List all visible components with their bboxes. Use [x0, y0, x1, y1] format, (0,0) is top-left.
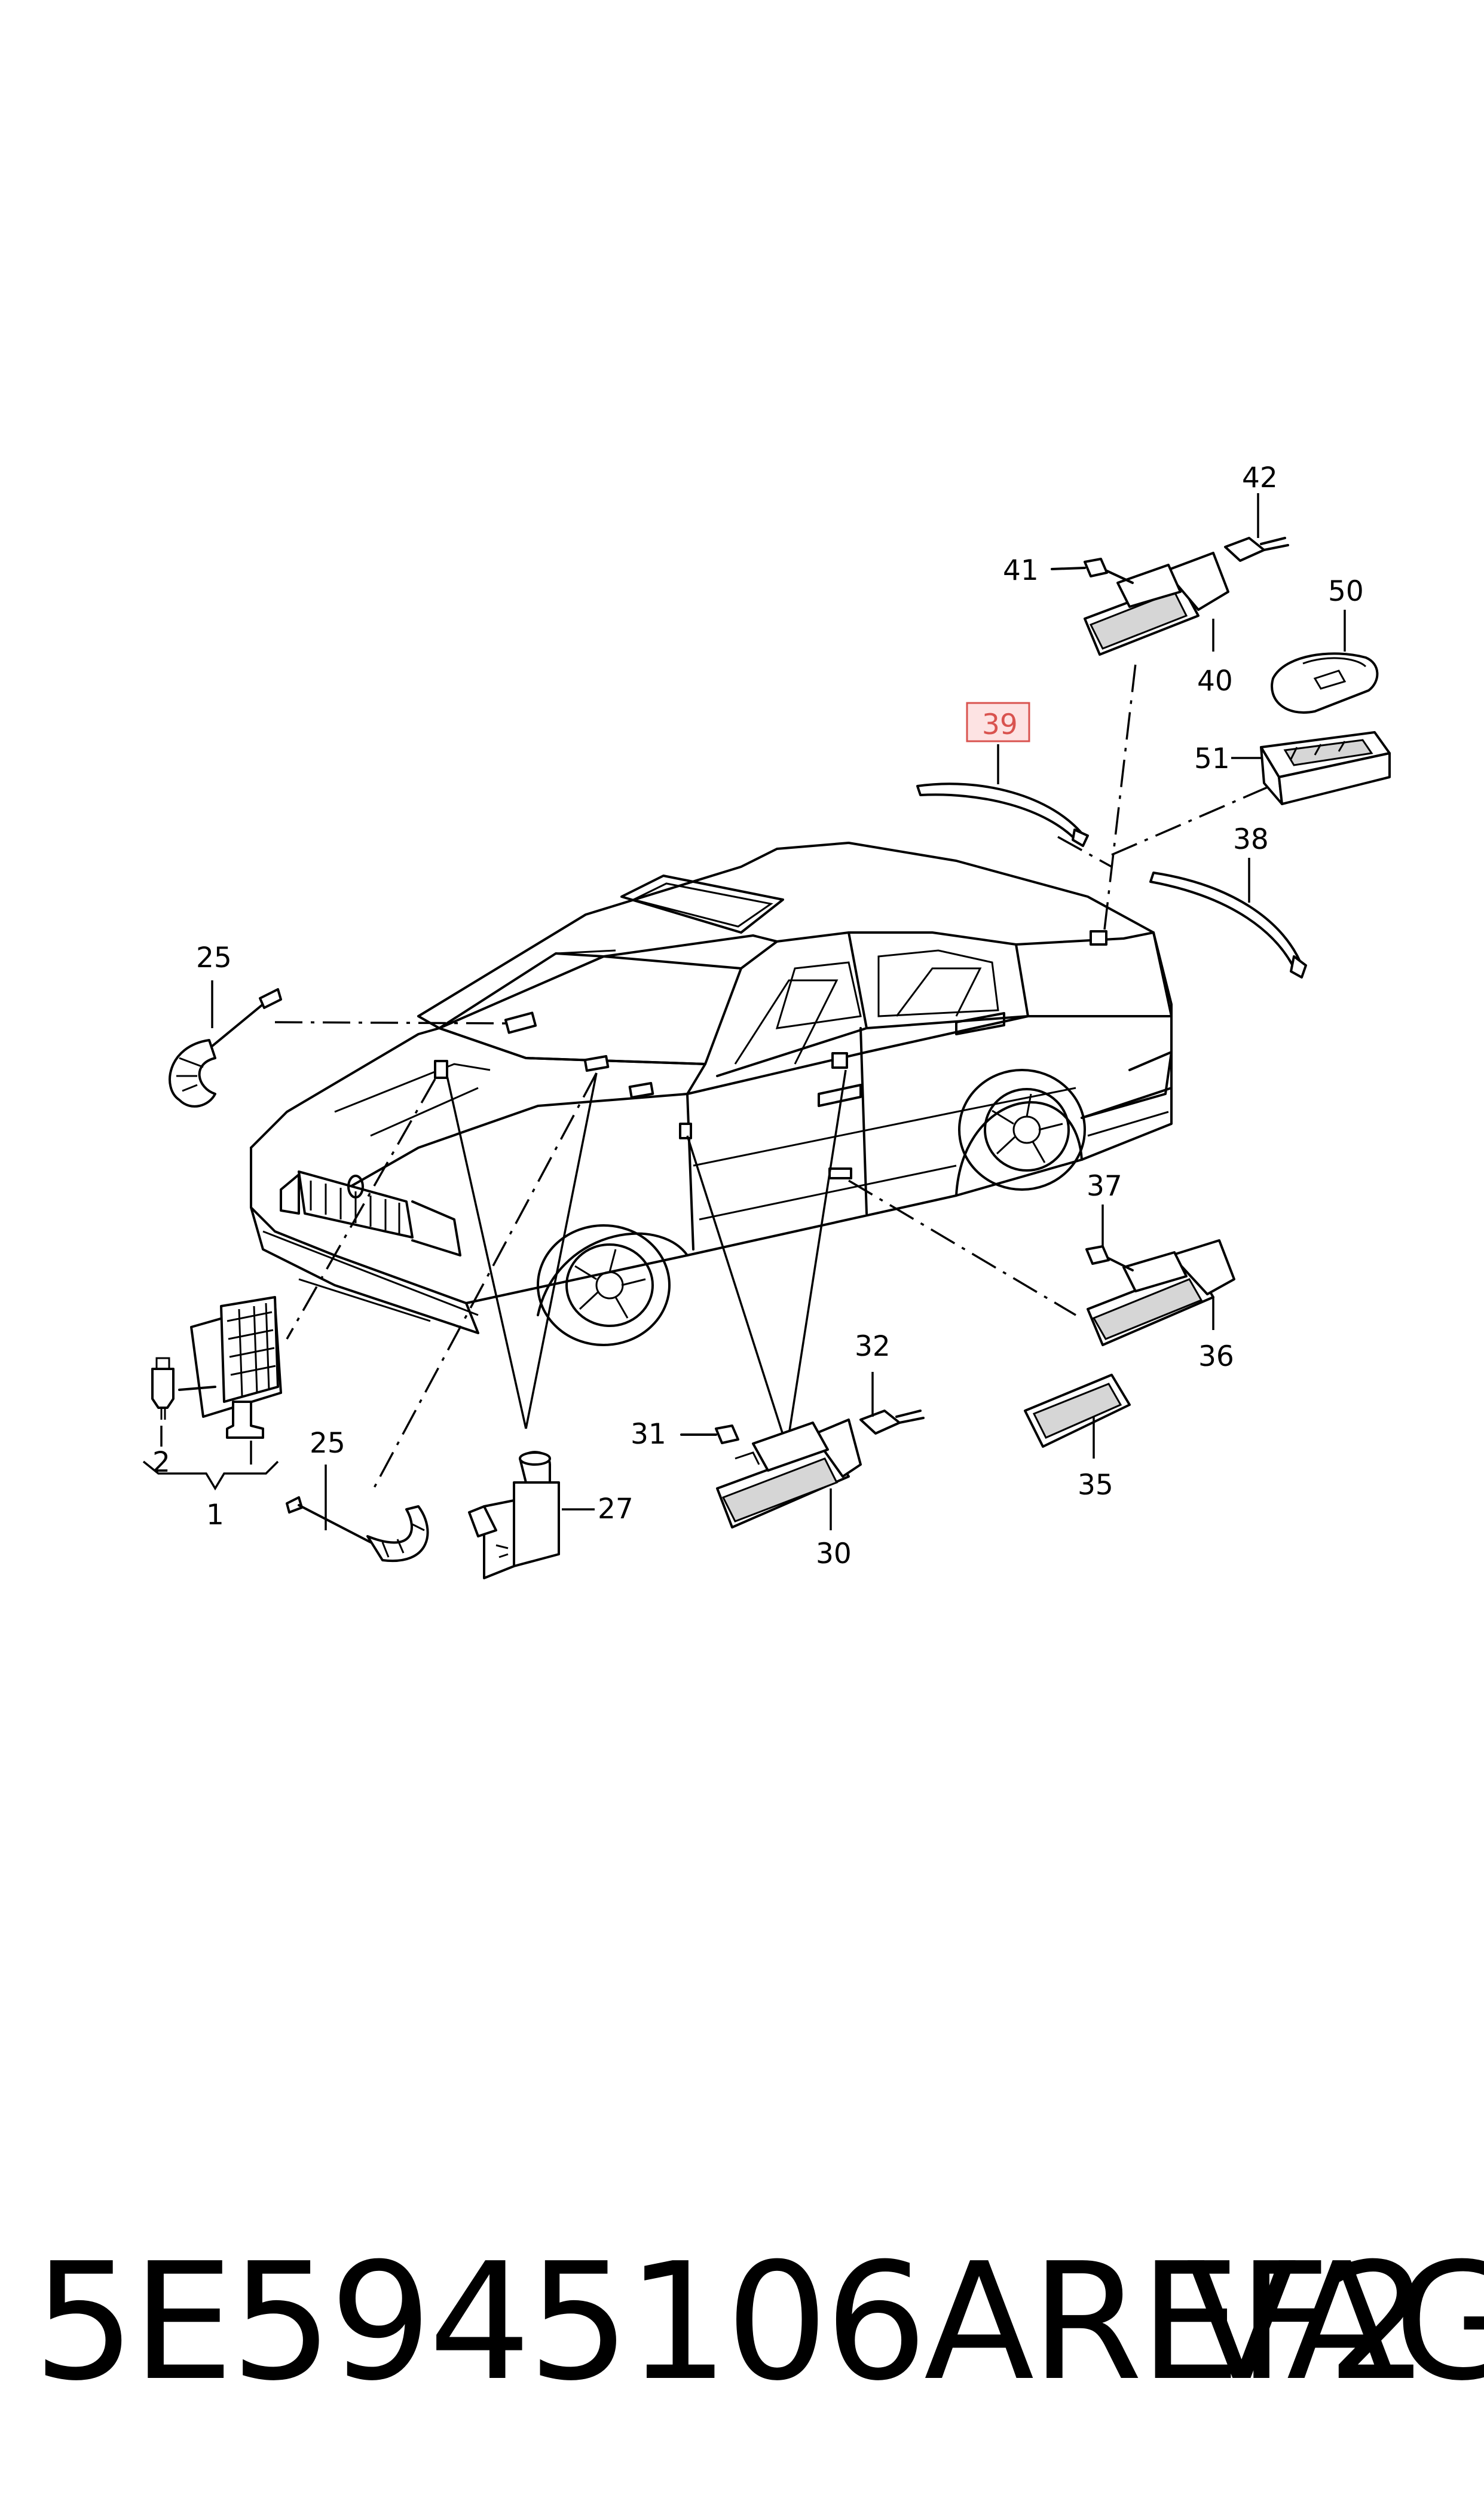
part-51-housing [1260, 731, 1391, 805]
part-36-interior-light [1087, 1239, 1235, 1346]
callout-39: 39 [982, 708, 1018, 741]
callout-1: 1 [206, 1499, 224, 1531]
part-39-trim-strip [916, 782, 1089, 847]
callout-38: 38 [1233, 823, 1269, 856]
part-37-bulb [1085, 1245, 1134, 1271]
callout-31: 31 [631, 1418, 666, 1451]
callout-35: 35 [1078, 1469, 1113, 1502]
callout-36: 36 [1198, 1340, 1234, 1373]
callout-25-upper: 25 [196, 941, 232, 974]
callout-51: 51 [1194, 742, 1230, 775]
car-illustration [250, 842, 1173, 1346]
part-50-cover-cap [1271, 652, 1379, 714]
part-40-luggage-light [1084, 552, 1229, 656]
part-41-bulb [1051, 558, 1134, 584]
callout-41: 41 [1003, 554, 1039, 587]
callout-42: 42 [1242, 461, 1278, 494]
part-25-wiring-upper [169, 988, 282, 1108]
part-42-connector [1224, 537, 1289, 562]
callout-25-lower: 25 [310, 1427, 345, 1460]
part-32-connector [859, 1410, 925, 1435]
part-1-bracket [142, 1426, 279, 1491]
callout-30: 30 [816, 1537, 852, 1570]
callout-27: 27 [598, 1493, 634, 1526]
part-27-contact-switch [468, 1451, 560, 1579]
part-31-bulb [680, 1424, 739, 1444]
leader-lines [446, 1069, 847, 1435]
part-25-wiring-lower [286, 1496, 429, 1563]
part-number: 5E5945106AREF2 [33, 2228, 1430, 2416]
callout-39-highlight [966, 702, 1030, 742]
reference-lines [274, 663, 1292, 1495]
callout-40: 40 [1197, 665, 1233, 698]
part-35-lens [1024, 1374, 1131, 1448]
callout-37: 37 [1087, 1170, 1122, 1203]
callout-2: 2 [152, 1446, 170, 1479]
callout-32: 32 [855, 1330, 891, 1363]
part-30-interior-light [716, 1419, 862, 1528]
part-1-bulb-holder [151, 1296, 282, 1439]
brand-label: VAG [1186, 2228, 1484, 2416]
callout-50: 50 [1328, 575, 1364, 608]
part-38-trim-strip [1149, 872, 1307, 979]
